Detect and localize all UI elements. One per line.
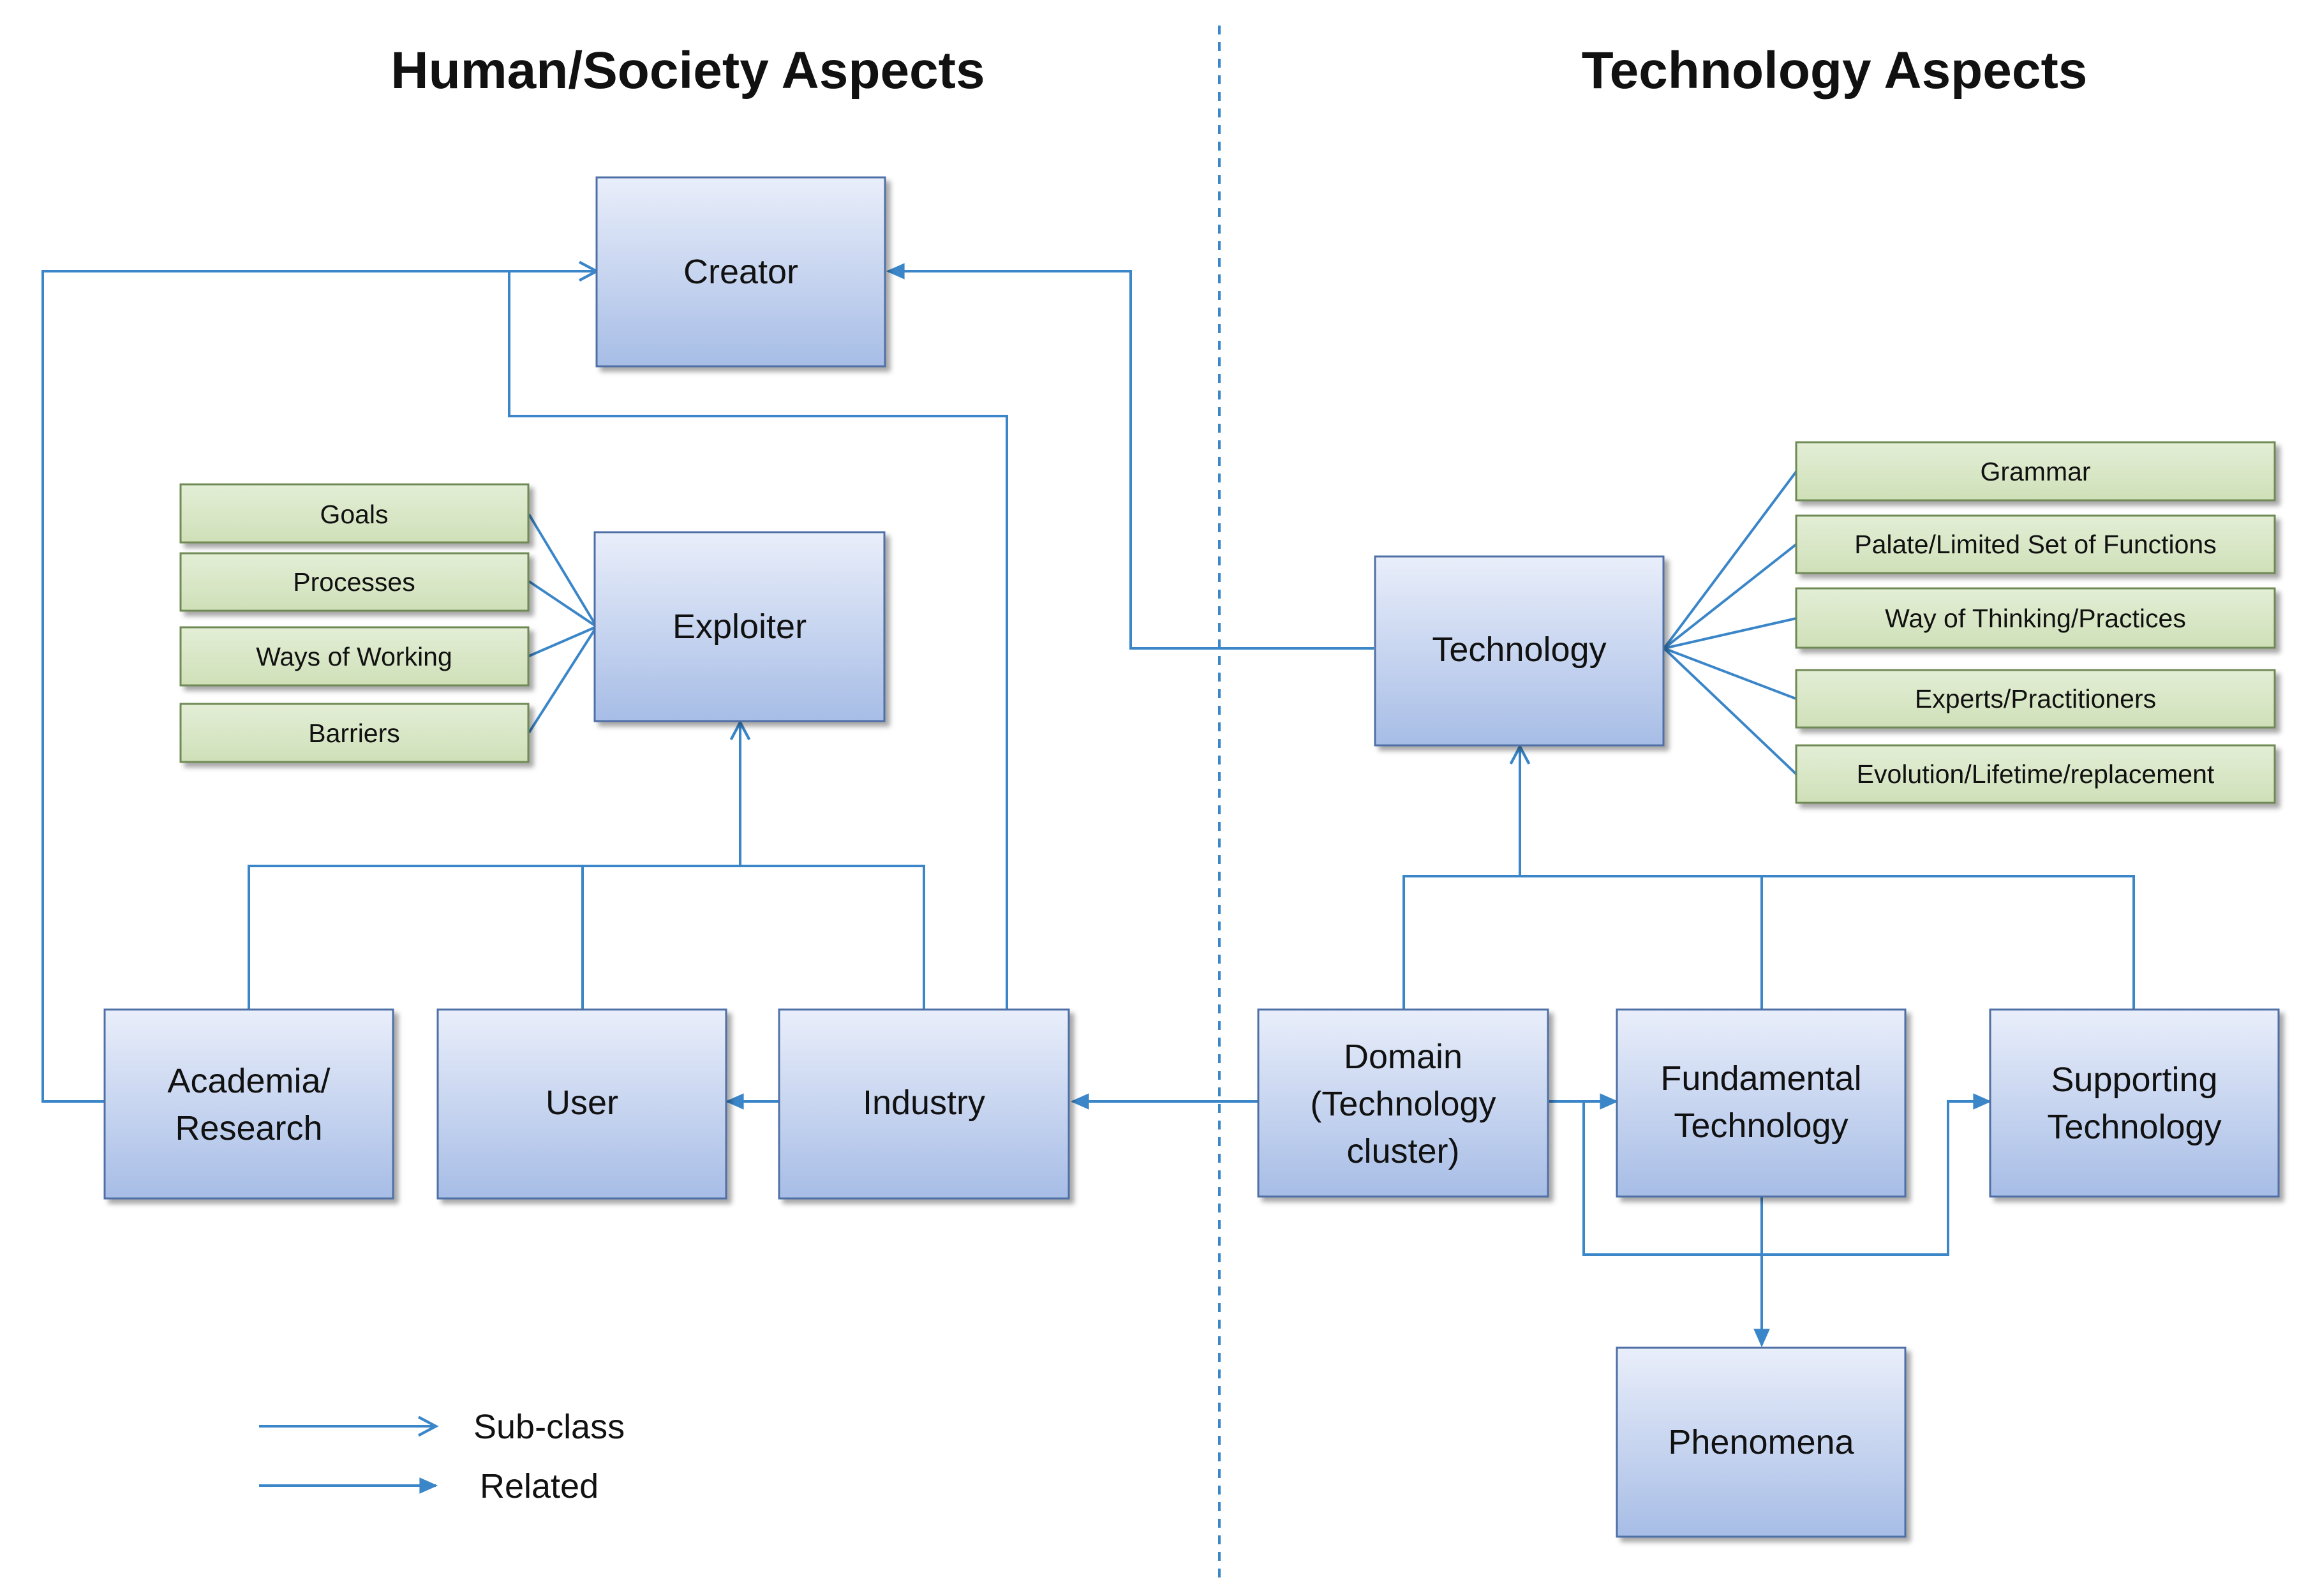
exploiter-attribute-label: Goals — [320, 500, 388, 529]
node-academia-label-line1: Academia/ — [167, 1062, 330, 1100]
heading-human-society: Human/Society Aspects — [391, 41, 985, 100]
connector-domain-supporting — [1549, 1093, 1992, 1256]
technology-attribute-way-of-thinking: Way of Thinking/Practices — [1795, 587, 2276, 649]
exploiter-attribute-goals: Goals — [179, 483, 530, 544]
exploiter-attribute-label: Barriers — [308, 719, 400, 748]
node-domain-label-line2: (Technology — [1310, 1085, 1496, 1123]
technology-attribute-experts: Experts/Practitioners — [1795, 669, 2276, 729]
connector-technology-bus — [1402, 875, 2135, 1010]
node-domain-label-line3: cluster) — [1346, 1132, 1459, 1170]
technology-attribute-label: Evolution/Lifetime/replacement — [1857, 759, 2215, 789]
node-academia-label-line2: Research — [175, 1109, 322, 1147]
exploiter-attribute-label: Processes — [293, 567, 415, 597]
connector-academia-creator — [41, 260, 600, 1103]
node-supporting-label-line1: Supporting — [2051, 1061, 2217, 1099]
node-creator-label: Creator — [683, 253, 798, 291]
node-fundamental-technology: Fundamental Technology — [1616, 1008, 1907, 1198]
heading-technology: Technology Aspects — [1582, 41, 2088, 100]
node-phenomena: Phenomena — [1616, 1346, 1907, 1538]
node-user: User — [436, 1008, 727, 1200]
connector-exploiter-bus — [248, 865, 925, 1010]
legend-subclass-label: Sub-class — [473, 1408, 625, 1446]
node-industry: Industry — [778, 1008, 1070, 1200]
node-creator: Creator — [595, 176, 886, 368]
technology-attribute-label: Grammar — [1980, 457, 2090, 486]
technology-attribute-grammar: Grammar — [1795, 441, 2276, 502]
node-exploiter: Exploiter — [593, 531, 886, 722]
connectors — [41, 260, 2135, 1348]
node-phenomena-label: Phenomena — [1668, 1423, 1854, 1461]
node-exploiter-label: Exploiter — [673, 608, 807, 646]
node-user-label: User — [546, 1084, 618, 1122]
node-domain-label-line1: Domain — [1344, 1038, 1462, 1076]
node-domain: Domain (Technology cluster) — [1257, 1008, 1549, 1198]
node-supporting-technology: Supporting Technology — [1989, 1008, 2280, 1198]
exploiter-attribute-label: Ways of Working — [256, 642, 452, 671]
technology-attribute-label: Palate/Limited Set of Functions — [1854, 530, 2216, 559]
technology-attribute-palate: Palate/Limited Set of Functions — [1795, 514, 2276, 574]
node-technology: Technology — [1374, 555, 1665, 747]
legend: Sub-class Related — [259, 1408, 625, 1505]
exploiter-attribute-processes: Processes — [179, 552, 530, 612]
node-fundamental-label-line2: Technology — [1674, 1107, 1848, 1145]
node-supporting-label-line2: Technology — [2047, 1108, 2221, 1146]
exploiter-attribute-barriers: Barriers — [179, 703, 530, 763]
technology-attribute-label: Experts/Practitioners — [1915, 684, 2156, 713]
legend-related-label: Related — [480, 1467, 599, 1505]
exploiter-attribute-ways-of-working: Ways of Working — [179, 626, 530, 687]
connector-technology-creator — [886, 263, 1374, 650]
technology-attribute-evolution: Evolution/Lifetime/replacement — [1795, 744, 2276, 804]
technology-attribute-label: Way of Thinking/Practices — [1885, 604, 2186, 633]
node-fundamental-label-line1: Fundamental — [1660, 1059, 1861, 1098]
node-academia-research: Academia/ Research — [103, 1008, 394, 1200]
connector-industry-creator — [508, 271, 1008, 1010]
node-technology-label: Technology — [1432, 630, 1606, 669]
node-industry-label: Industry — [863, 1084, 985, 1122]
